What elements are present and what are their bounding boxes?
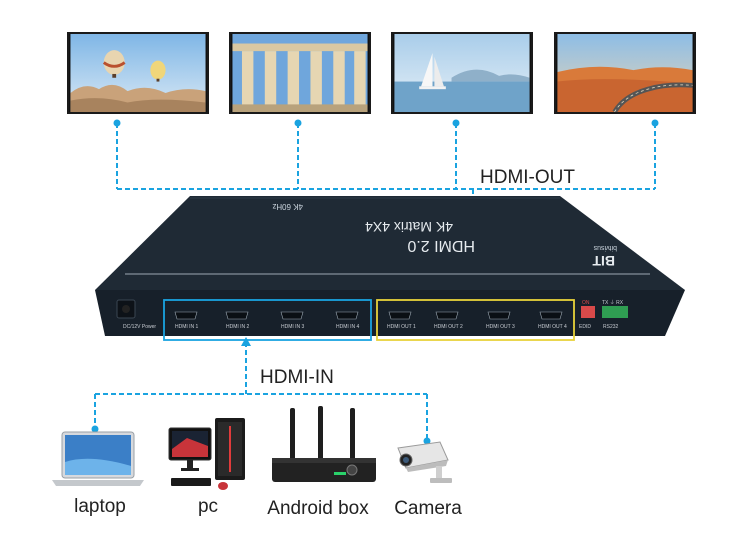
- rs232-label: RS232: [603, 324, 619, 330]
- hdmi-in-3-label: HDMI IN 3: [281, 324, 305, 330]
- device-title-line1: HDMI 2.0: [407, 237, 475, 254]
- brand-sub: bitvisus: [593, 244, 617, 251]
- hdmi-in-3-port: [280, 311, 304, 320]
- output-port-group: [376, 299, 575, 341]
- display-2: [229, 32, 371, 114]
- device-top: [95, 196, 685, 290]
- hdmi-in-1-port: [174, 311, 198, 320]
- hdmi-out-3-port: [487, 311, 511, 320]
- hdmi-in-1-label: HDMI IN 1: [175, 324, 199, 330]
- source-label-pc: pc: [197, 496, 219, 517]
- edid-dip-switch: [581, 306, 595, 318]
- hdmi-in-label: HDMI-IN: [260, 367, 334, 388]
- hdmi-out-4-port: [539, 311, 563, 320]
- brand-logo: BIT: [592, 253, 615, 269]
- source-label-laptop: laptop: [74, 496, 126, 517]
- hdmi-out-label: HDMI-OUT: [480, 167, 575, 188]
- device-spec: 4K 60Hz: [272, 202, 303, 211]
- display-4: [554, 32, 696, 114]
- power-label: DC/12V Power: [123, 324, 156, 330]
- android-box-icon: [272, 406, 376, 482]
- hot-air-balloons-image: [70, 34, 206, 112]
- hdmi-out-3-label: HDMI OUT 3: [486, 324, 515, 330]
- hdmi-in-2-label: HDMI IN 2: [226, 324, 250, 330]
- device-title-line2: 4K Matrix 4X4: [365, 219, 453, 235]
- dip-on-label: ON: [582, 300, 590, 306]
- rs232-pins-label: TX ⏚ RX: [602, 299, 624, 306]
- hdmi-in-4-label: HDMI IN 4: [336, 324, 360, 330]
- rs232-terminal: [602, 306, 628, 318]
- display-3: [391, 32, 533, 114]
- source-label-android-box: Android box: [267, 498, 369, 519]
- hdmi-in-2-port: [225, 311, 249, 320]
- desert-road-image: [557, 34, 693, 112]
- hdmi-out-2-port: [435, 311, 459, 320]
- ancient-columns-image: [232, 34, 368, 112]
- pc-icon: [168, 418, 245, 490]
- hdmi-out-1-port: [388, 311, 412, 320]
- hdmi-out-1-label: HDMI OUT 1: [387, 324, 416, 330]
- laptop-icon: [52, 431, 144, 486]
- input-port-group: [163, 299, 372, 341]
- sailboat-lake-image: [394, 34, 530, 112]
- hdmi-out-2-label: HDMI OUT 2: [434, 324, 463, 330]
- hdmi-in-4-port: [335, 311, 359, 320]
- matrix-switch-device: DC/12V Power HDMI IN 1 HDMI IN 2 HDMI IN…: [95, 196, 685, 341]
- hdmi-out-4-label: HDMI OUT 4: [538, 324, 567, 330]
- display-1: [67, 32, 209, 114]
- source-label-camera: Camera: [394, 498, 462, 519]
- camera-icon: [397, 441, 452, 483]
- edid-label: EDID: [579, 324, 591, 330]
